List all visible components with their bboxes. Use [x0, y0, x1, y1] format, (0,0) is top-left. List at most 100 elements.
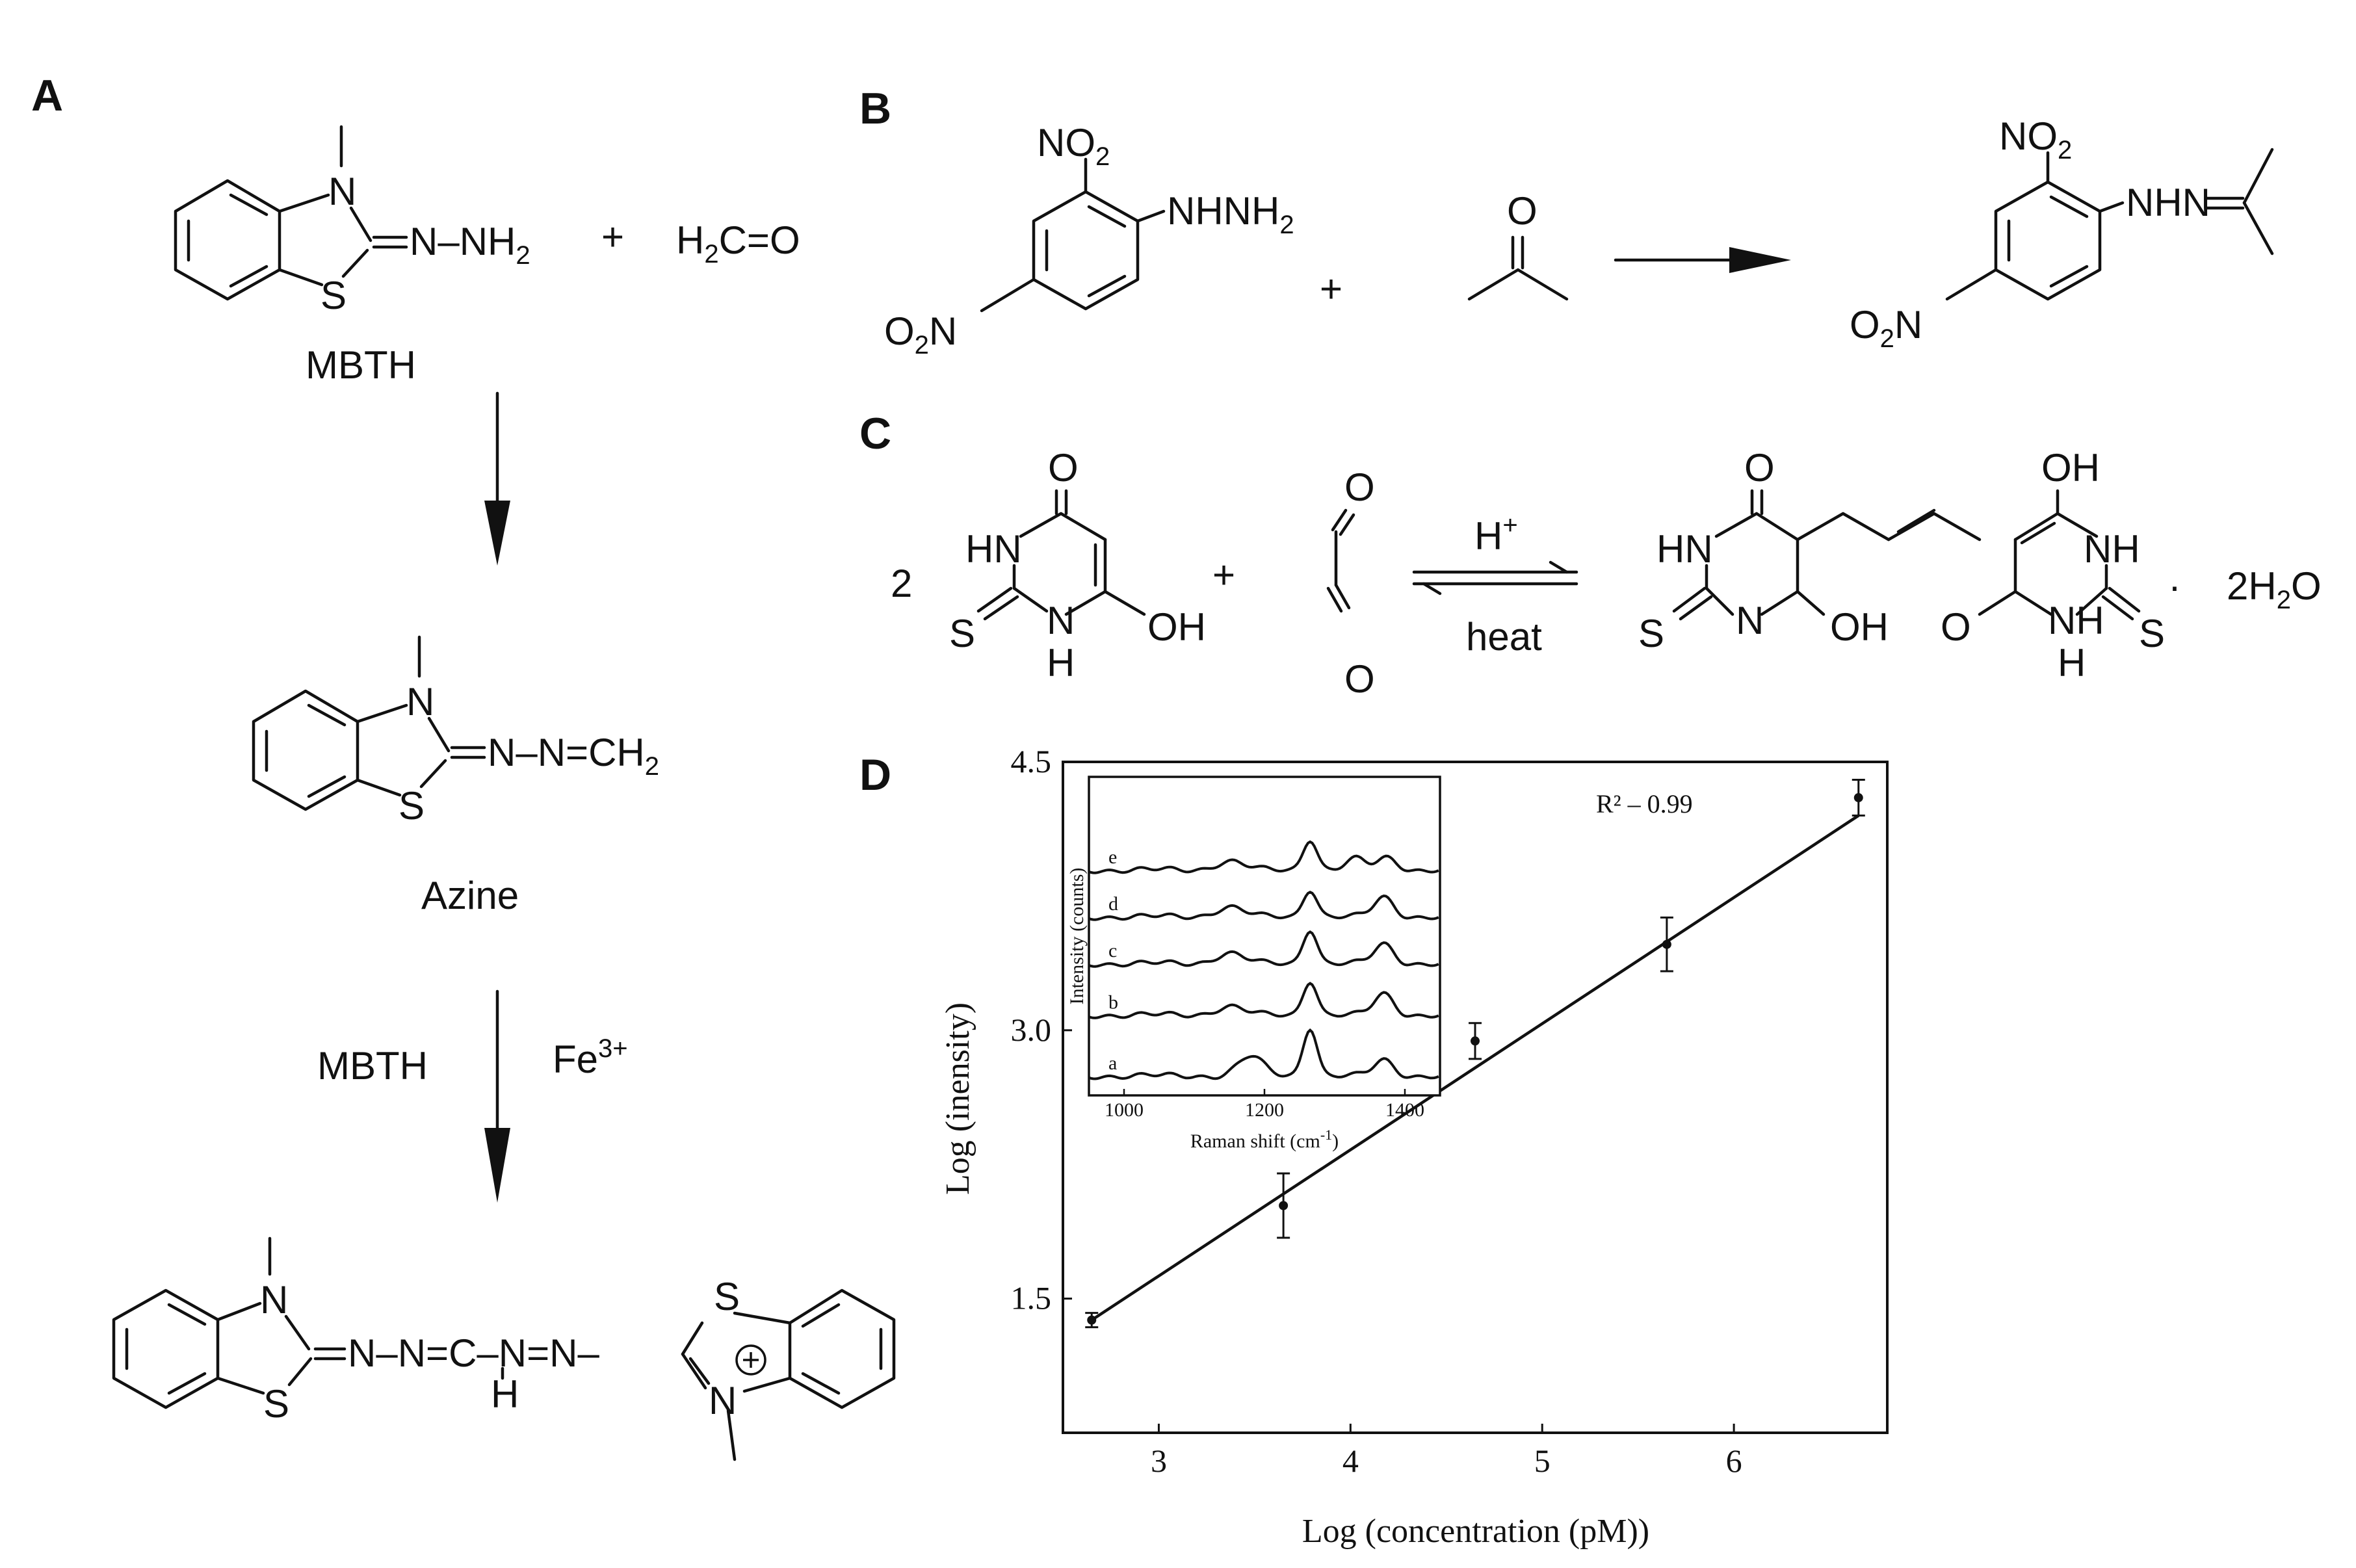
atom-nh: NH	[2084, 527, 2140, 571]
atom-o: O	[1048, 446, 1079, 490]
panel-letter-b: B	[859, 84, 891, 133]
inset-frame	[1088, 776, 1441, 1097]
panel-letter-a: A	[31, 71, 63, 120]
atom-n: N	[1047, 599, 1075, 642]
plus-sign: +	[601, 215, 624, 259]
atom-nh: NH	[2048, 599, 2104, 642]
inset-x-axis-title: Raman shift (cm-1)	[1190, 1127, 1339, 1152]
x-tick-label: 6	[1726, 1443, 1742, 1479]
spectrum-label: b	[1108, 991, 1118, 1013]
atom-s: S	[2139, 612, 2165, 655]
hydrazone-group: N–NH2	[410, 220, 530, 270]
nitro-group: O2N	[1850, 303, 1922, 353]
point-marker	[1853, 793, 1863, 803]
data-marks	[1085, 779, 1865, 1329]
atom-o: O	[1507, 189, 1538, 233]
acid-catalyst: H+	[1474, 511, 1518, 558]
stoichiometric-coefficient: 2	[891, 562, 912, 605]
plus-sign: +	[1212, 553, 1235, 597]
atom-s: S	[263, 1382, 289, 1426]
dnp-hydrazone-structure: NO2 NHN O2N	[1850, 114, 2274, 353]
atom-s: S	[321, 274, 347, 317]
point-marker	[1662, 939, 1671, 949]
data-point	[1852, 779, 1865, 817]
formaldehyde: H2C=O	[676, 218, 800, 268]
hydrate-water: 2H2O	[2227, 564, 2322, 614]
atom-hn: HN	[1656, 527, 1713, 571]
azine-structure: N S N–N=CH2	[252, 635, 659, 828]
benzene-ring	[1032, 190, 1140, 311]
data-point	[1469, 1022, 1482, 1060]
mbth-structure: N S N–NH2	[174, 125, 530, 317]
atom-o: O	[1344, 465, 1375, 509]
spectrum-label: c	[1108, 940, 1117, 961]
inset-y-axis-title: Intensity (counts)	[1066, 868, 1088, 1005]
point-marker	[1087, 1315, 1097, 1325]
azine-label: Azine	[421, 874, 519, 917]
fit-line	[1090, 814, 1860, 1322]
panel-b: B NO2 NHNH2 O2N + O	[859, 84, 2274, 359]
equilibrium-arrows	[1412, 560, 1578, 595]
panel-letter-d: D	[859, 750, 891, 800]
y-tick-label: 4.5	[1011, 743, 1052, 779]
inset-x-tick-label: 1400	[1385, 1099, 1424, 1121]
panel-a: A N S N–NH2 + H2C=O MBTH	[31, 71, 896, 1461]
reaction-arrow-down-2	[484, 989, 510, 1203]
atom-o: O	[1941, 605, 1971, 649]
benzene-ring	[1994, 180, 2102, 301]
atom-h: H	[491, 1372, 519, 1416]
acetone-structure: O	[1467, 189, 1569, 301]
panel-letter-c: C	[859, 409, 891, 458]
hydroxyl-group: OH	[2041, 446, 2100, 490]
hydrate-dot: ·	[2168, 564, 2181, 608]
atom-s: S	[1638, 612, 1664, 655]
reaction-arrow-down-1	[484, 391, 510, 566]
benzene-ring	[788, 1288, 896, 1409]
benzene-ring	[112, 1288, 220, 1409]
atom-o: O	[1744, 446, 1775, 490]
atom-s: S	[714, 1275, 740, 1318]
atom-n: N	[406, 680, 434, 724]
malondialdehyde-structure: O O	[1326, 465, 1375, 701]
heat-condition: heat	[1466, 615, 1542, 659]
x-axis-title: Log (concentration (pM))	[1302, 1513, 1649, 1550]
y-axis-title: Log (inensity)	[939, 1002, 976, 1195]
atom-o: O	[1344, 657, 1375, 701]
formazan-chain: N–N=C–N=N–	[348, 1331, 599, 1375]
plus-sign: +	[1320, 267, 1342, 311]
spectrum-label: a	[1108, 1052, 1117, 1074]
spectrum-b	[1088, 982, 1439, 1019]
data-point	[1277, 1172, 1290, 1239]
data-point	[1085, 1312, 1099, 1329]
atom-n: N	[260, 1278, 288, 1322]
spectrum-label: d	[1108, 893, 1118, 915]
x-tick-label: 4	[1342, 1443, 1359, 1479]
spectrum-c	[1088, 930, 1439, 968]
spectrum-d	[1088, 891, 1439, 921]
positive-charge-icon	[735, 1344, 766, 1376]
spectrum-a	[1088, 1028, 1439, 1080]
point-marker	[1471, 1036, 1480, 1046]
step2-reagent-iron: Fe3+	[553, 1034, 628, 1081]
atom-s: S	[949, 612, 975, 655]
x-tick-label: 3	[1151, 1443, 1167, 1479]
atom-h: H	[2058, 641, 2086, 685]
plot-frame	[1062, 761, 1889, 1434]
hydroxyl-group: OH	[1147, 605, 1206, 649]
azine-group: N–N=CH2	[488, 731, 659, 781]
formazan-dye-structure: N S N–N=C–N=N– H S N	[112, 1236, 896, 1461]
nitro-group: O2N	[884, 309, 957, 359]
spectrum-e	[1088, 840, 1439, 874]
nitro-group: NO2	[1037, 121, 1110, 171]
point-marker	[1279, 1201, 1289, 1210]
x-tick-label: 5	[1534, 1443, 1551, 1479]
hydrazine-group: NHNH2	[1167, 189, 1294, 239]
thiobarbituric-acid-structure: O HN N H S OH	[949, 446, 1206, 685]
hydroxyl-group: OH	[1830, 605, 1889, 649]
atom-h: H	[1047, 641, 1075, 685]
